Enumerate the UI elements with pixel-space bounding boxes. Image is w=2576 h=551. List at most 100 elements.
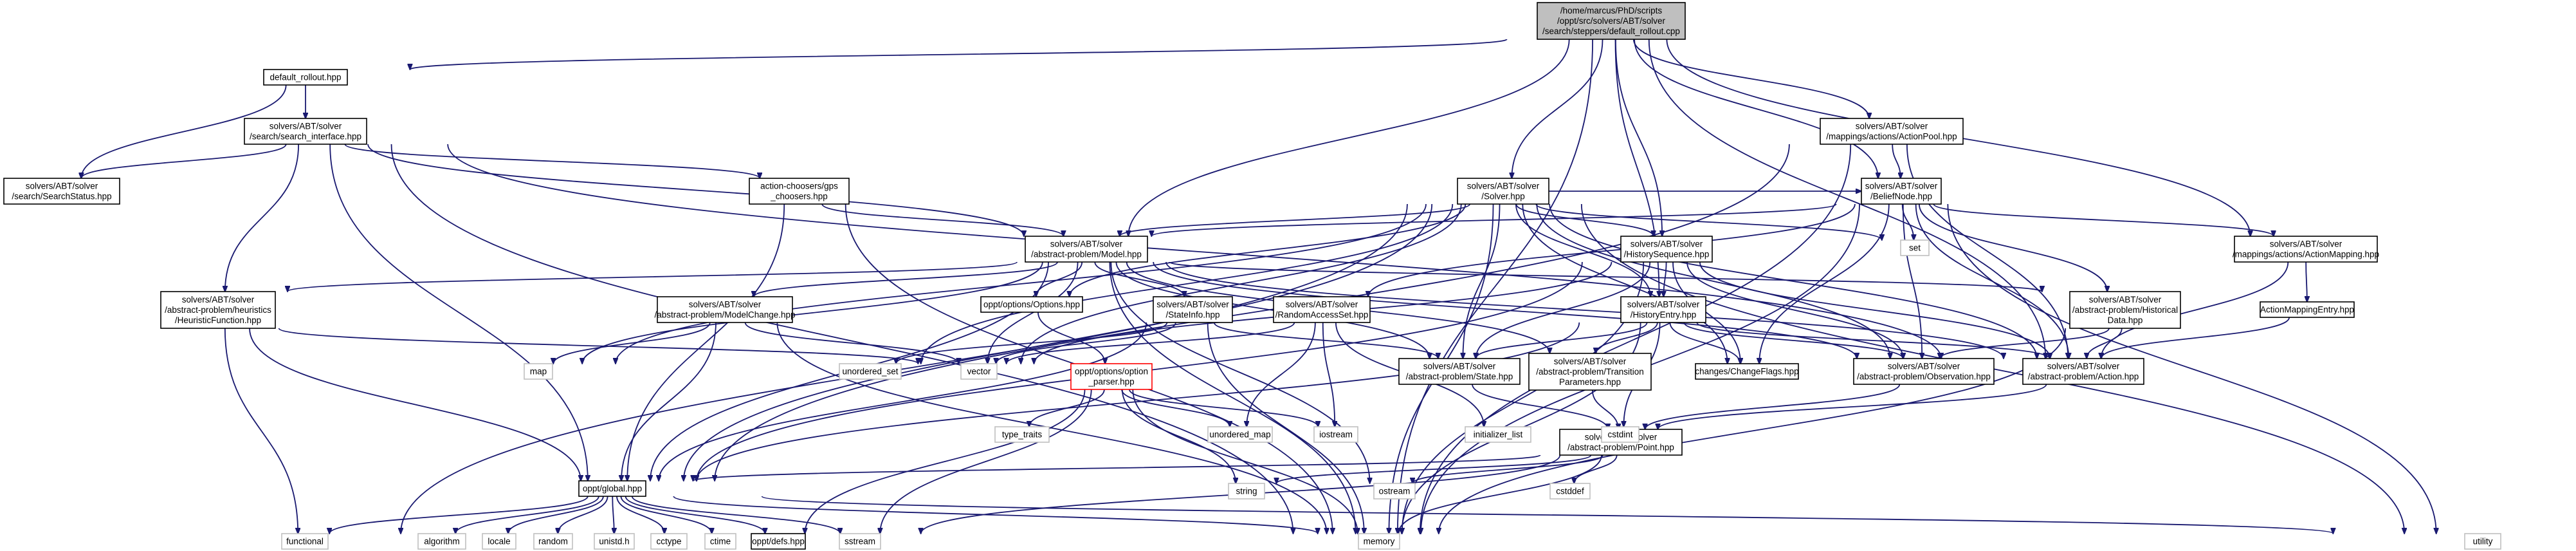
node-randacc[interactable]: solvers/ABT/solver/RandomAccessSet.hpp bbox=[1273, 296, 1371, 323]
node-action[interactable]: solvers/ABT/solver/abstract-problem/Acti… bbox=[2022, 358, 2144, 385]
node-initl[interactable]: initializer_list bbox=[1465, 426, 1531, 443]
node-unmap[interactable]: unordered_map bbox=[1207, 426, 1273, 443]
node-random[interactable]: random bbox=[533, 533, 573, 550]
node-label-state: solvers/ABT/solver bbox=[1423, 362, 1496, 371]
node-label-action: solvers/ABT/solver bbox=[2047, 362, 2120, 371]
include-edge-stateinfo-to-global bbox=[659, 322, 1147, 481]
node-label-histdata: /abstract-problem/Historical bbox=[2072, 305, 2178, 315]
node-string[interactable]: string bbox=[1228, 483, 1265, 500]
include-edge-actpool-to-global bbox=[715, 144, 1790, 481]
include-edge-stateinfo-to-state bbox=[1213, 322, 1438, 359]
include-edge-belief-to-histdata bbox=[1918, 203, 2107, 292]
node-utility[interactable]: utility bbox=[2464, 533, 2501, 550]
node-chflags[interactable]: changes/ChangeFlags.hpp bbox=[1695, 363, 1799, 380]
node-histdata[interactable]: solvers/ABT/solver/abstract-problem/Hist… bbox=[2069, 291, 2181, 329]
node-algorithm[interactable]: algorithm bbox=[417, 533, 466, 550]
node-label-string: string bbox=[1236, 487, 1257, 496]
node-heur[interactable]: solvers/ABT/solver/abstract-problem/heur… bbox=[160, 291, 276, 329]
include-edge-histseq-to-state bbox=[1476, 261, 1651, 359]
node-actch[interactable]: action-choosers/gps_choosers.hpp bbox=[749, 178, 850, 205]
include-edge-searchif-to-memory bbox=[390, 144, 1293, 534]
node-label-histent: /HistoryEntry.hpp bbox=[1631, 310, 1697, 320]
node-unset[interactable]: unordered_set bbox=[839, 363, 902, 380]
include-edge-belief-to-actmap bbox=[1933, 203, 2273, 236]
node-sstream[interactable]: sstream bbox=[839, 533, 881, 550]
node-obs[interactable]: solvers/ABT/solver/abstract-problem/Obse… bbox=[1853, 358, 1995, 385]
node-label-solver: /Solver.hpp bbox=[1481, 192, 1525, 201]
node-locale[interactable]: locale bbox=[482, 533, 516, 550]
node-label-randacc: /RandomAccessSet.hpp bbox=[1275, 310, 1369, 320]
node-label-sstream: sstream bbox=[845, 537, 875, 546]
include-edge-root-to-model bbox=[1128, 39, 1570, 236]
node-solver[interactable]: solvers/ABT/solver/Solver.hpp bbox=[1457, 178, 1549, 205]
node-box-obs bbox=[1853, 358, 1995, 385]
include-edge-root-to-memory bbox=[1398, 39, 1594, 534]
include-edge-optparse-to-unmap bbox=[1121, 389, 1230, 427]
node-box-stateinfo bbox=[1153, 296, 1233, 323]
node-iostream[interactable]: iostream bbox=[1313, 426, 1358, 443]
node-map[interactable]: map bbox=[524, 363, 553, 380]
node-box-random bbox=[533, 533, 573, 550]
node-label-defs: oppt/defs.hpp bbox=[752, 537, 805, 546]
node-box-memory bbox=[1358, 533, 1400, 550]
node-label-vector: vector bbox=[967, 367, 991, 377]
node-searchif[interactable]: solvers/ABT/solver/search/search_interfa… bbox=[244, 118, 367, 145]
node-unistd[interactable]: unistd.h bbox=[594, 533, 635, 550]
node-actpool[interactable]: solvers/ABT/solver/mappings/actions/Acti… bbox=[1820, 118, 1964, 145]
node-trans[interactable]: solvers/ABT/solver/abstract-problem/Tran… bbox=[1528, 353, 1652, 391]
node-amentry[interactable]: ActionMappingEntry.hpp bbox=[2260, 301, 2355, 318]
include-edge-randacc-to-unmap bbox=[1247, 322, 1316, 427]
node-label-global: oppt/global.hpp bbox=[583, 484, 642, 494]
node-cstdint[interactable]: cstdint bbox=[1601, 426, 1640, 443]
include-edge-model-to-state bbox=[1115, 261, 1429, 359]
node-label-functional: functional bbox=[286, 537, 324, 546]
node-histent[interactable]: solvers/ABT/solver/HistoryEntry.hpp bbox=[1620, 296, 1706, 323]
node-defroll[interactable]: default_rollout.hpp bbox=[263, 69, 348, 86]
node-label-heur: solvers/ABT/solver bbox=[182, 295, 255, 304]
node-label-stateinfo: solvers/ABT/solver bbox=[1156, 300, 1229, 310]
node-actmap[interactable]: solvers/ABT/solver/mappings/actions/Acti… bbox=[2233, 236, 2379, 263]
include-edge-global-to-unistd bbox=[612, 496, 614, 534]
node-typetr[interactable]: type_traits bbox=[994, 426, 1050, 443]
node-cstddef[interactable]: cstddef bbox=[1549, 483, 1591, 500]
node-set[interactable]: set bbox=[1900, 239, 1930, 256]
node-state[interactable]: solvers/ABT/solver/abstract-problem/Stat… bbox=[1398, 358, 1521, 385]
node-label-iostream: iostream bbox=[1319, 430, 1353, 440]
include-edge-global-to-utility bbox=[761, 496, 2334, 534]
node-histseq[interactable]: solvers/ABT/solver/HistorySequence.hpp bbox=[1620, 236, 1713, 263]
include-edge-model-to-action bbox=[1165, 261, 2004, 359]
node-defs[interactable]: oppt/defs.hpp bbox=[751, 533, 806, 550]
node-optparse[interactable]: oppt/options/option_parser.hpp bbox=[1070, 363, 1153, 390]
node-modchg[interactable]: solvers/ABT/solver/abstract-problem/Mode… bbox=[654, 296, 796, 323]
node-label-action: /abstract-problem/Action.hpp bbox=[2028, 372, 2139, 382]
include-edge-optparse-to-string bbox=[1121, 389, 1236, 483]
node-label-histdata: solvers/ABT/solver bbox=[2089, 295, 2162, 304]
node-label-typetr: type_traits bbox=[1002, 430, 1043, 440]
node-label-unset: unordered_set bbox=[842, 367, 898, 377]
node-box-unistd bbox=[594, 533, 635, 550]
include-edge-global-to-random bbox=[558, 496, 608, 534]
node-label-actpool: /mappings/actions/ActionPool.hpp bbox=[1826, 132, 1957, 142]
node-box-actch bbox=[749, 178, 850, 205]
node-box-functional bbox=[281, 533, 329, 550]
node-stateinfo[interactable]: solvers/ABT/solver/StateInfo.hpp bbox=[1153, 296, 1233, 323]
node-cctype[interactable]: cctype bbox=[650, 533, 688, 550]
node-ostream[interactable]: ostream bbox=[1373, 483, 1416, 500]
node-model[interactable]: solvers/ABT/solver/abstract-problem/Mode… bbox=[1025, 236, 1148, 263]
node-ctime[interactable]: ctime bbox=[704, 533, 736, 550]
node-label-optparse: oppt/options/option bbox=[1075, 367, 1148, 377]
node-vector[interactable]: vector bbox=[960, 363, 998, 380]
node-label-model: solvers/ABT/solver bbox=[1050, 239, 1123, 249]
node-box-utility bbox=[2464, 533, 2501, 550]
node-global[interactable]: oppt/global.hpp bbox=[578, 480, 646, 497]
node-box-histseq bbox=[1620, 236, 1713, 263]
node-memory[interactable]: memory bbox=[1358, 533, 1400, 550]
node-box-chflags bbox=[1695, 363, 1799, 380]
include-edge-global-to-functional bbox=[329, 496, 589, 534]
node-box-belief bbox=[1861, 178, 1942, 205]
node-options[interactable]: oppt/options/Options.hpp bbox=[980, 296, 1083, 313]
node-belief[interactable]: solvers/ABT/solver/BeliefNode.hpp bbox=[1861, 178, 1942, 205]
node-functional[interactable]: functional bbox=[281, 533, 329, 550]
node-searchst[interactable]: solvers/ABT/solver/search/SearchStatus.h… bbox=[3, 178, 120, 205]
